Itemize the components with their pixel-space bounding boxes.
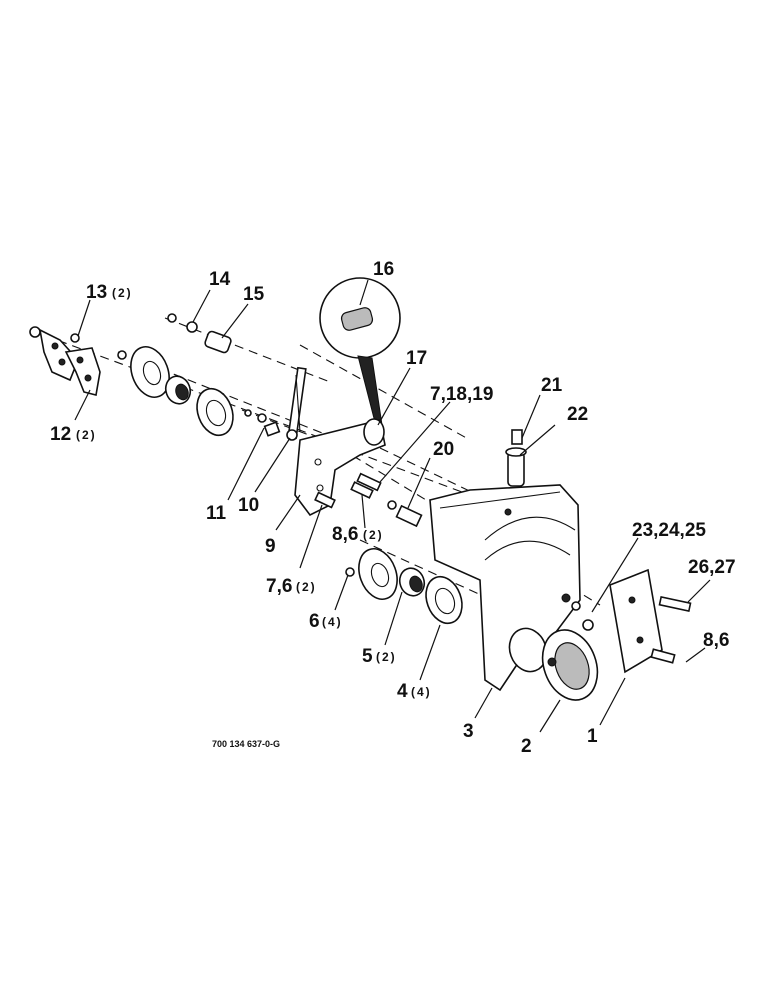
callout-7-6: 7,6: [266, 576, 292, 597]
main-housing: [429, 484, 581, 692]
callout-11: 11: [206, 503, 227, 524]
bearing-cover: [541, 629, 599, 701]
callout-23-24-25: 23,24,25: [632, 520, 706, 541]
callout-3: 3: [463, 721, 474, 742]
callout-21: 21: [541, 375, 563, 396]
right-plate-assembly: [571, 568, 692, 674]
callout-10: 10: [238, 495, 259, 516]
callout-17: 17: [406, 348, 427, 369]
callout-1: 1: [587, 726, 598, 747]
arm-plate-assembly: [286, 366, 386, 517]
leader-lines: [74, 279, 711, 733]
callout-7-18-19: 7,18,19: [430, 384, 493, 405]
right-bearing-stack: [345, 548, 463, 625]
callout-2: 2: [521, 736, 532, 757]
callout-14: 14: [209, 269, 231, 290]
callout-4: 4: [397, 681, 408, 702]
callout-15: 15: [243, 284, 265, 305]
callout-8-6-upper: 8,6: [332, 524, 358, 545]
callout-5: 5: [362, 646, 373, 667]
callout-labels: 16 14 15 13 (2) 12 (2) 17 7,18,19 21 22 …: [50, 259, 736, 757]
drawing-code: 700 134 637-0-G: [212, 739, 280, 749]
left-bracket-assembly: [29, 326, 101, 396]
callout-6-qty: (4): [322, 615, 343, 629]
callout-8-6-lower: 8,6: [703, 630, 729, 651]
callout-12: 12: [50, 424, 71, 445]
callout-13: 13: [86, 282, 107, 303]
callout-20: 20: [433, 439, 454, 460]
callout-6: 6: [309, 611, 320, 632]
callout-5-qty: (2): [376, 650, 397, 664]
part-16-detail-inset: [319, 277, 401, 427]
callout-13-qty: (2): [112, 286, 133, 300]
callout-4-qty: (4): [411, 685, 432, 699]
callout-12-qty: (2): [76, 428, 97, 442]
callout-7-6-qty: (2): [296, 580, 317, 594]
left-bearing-stack: [117, 346, 281, 437]
callout-16: 16: [373, 259, 394, 280]
callout-26-27: 26,27: [688, 557, 736, 578]
callout-9: 9: [265, 536, 276, 557]
callout-8-6-upper-qty: (2): [363, 528, 384, 542]
upper-bushing-parts: [167, 313, 232, 354]
callout-22: 22: [567, 404, 588, 425]
